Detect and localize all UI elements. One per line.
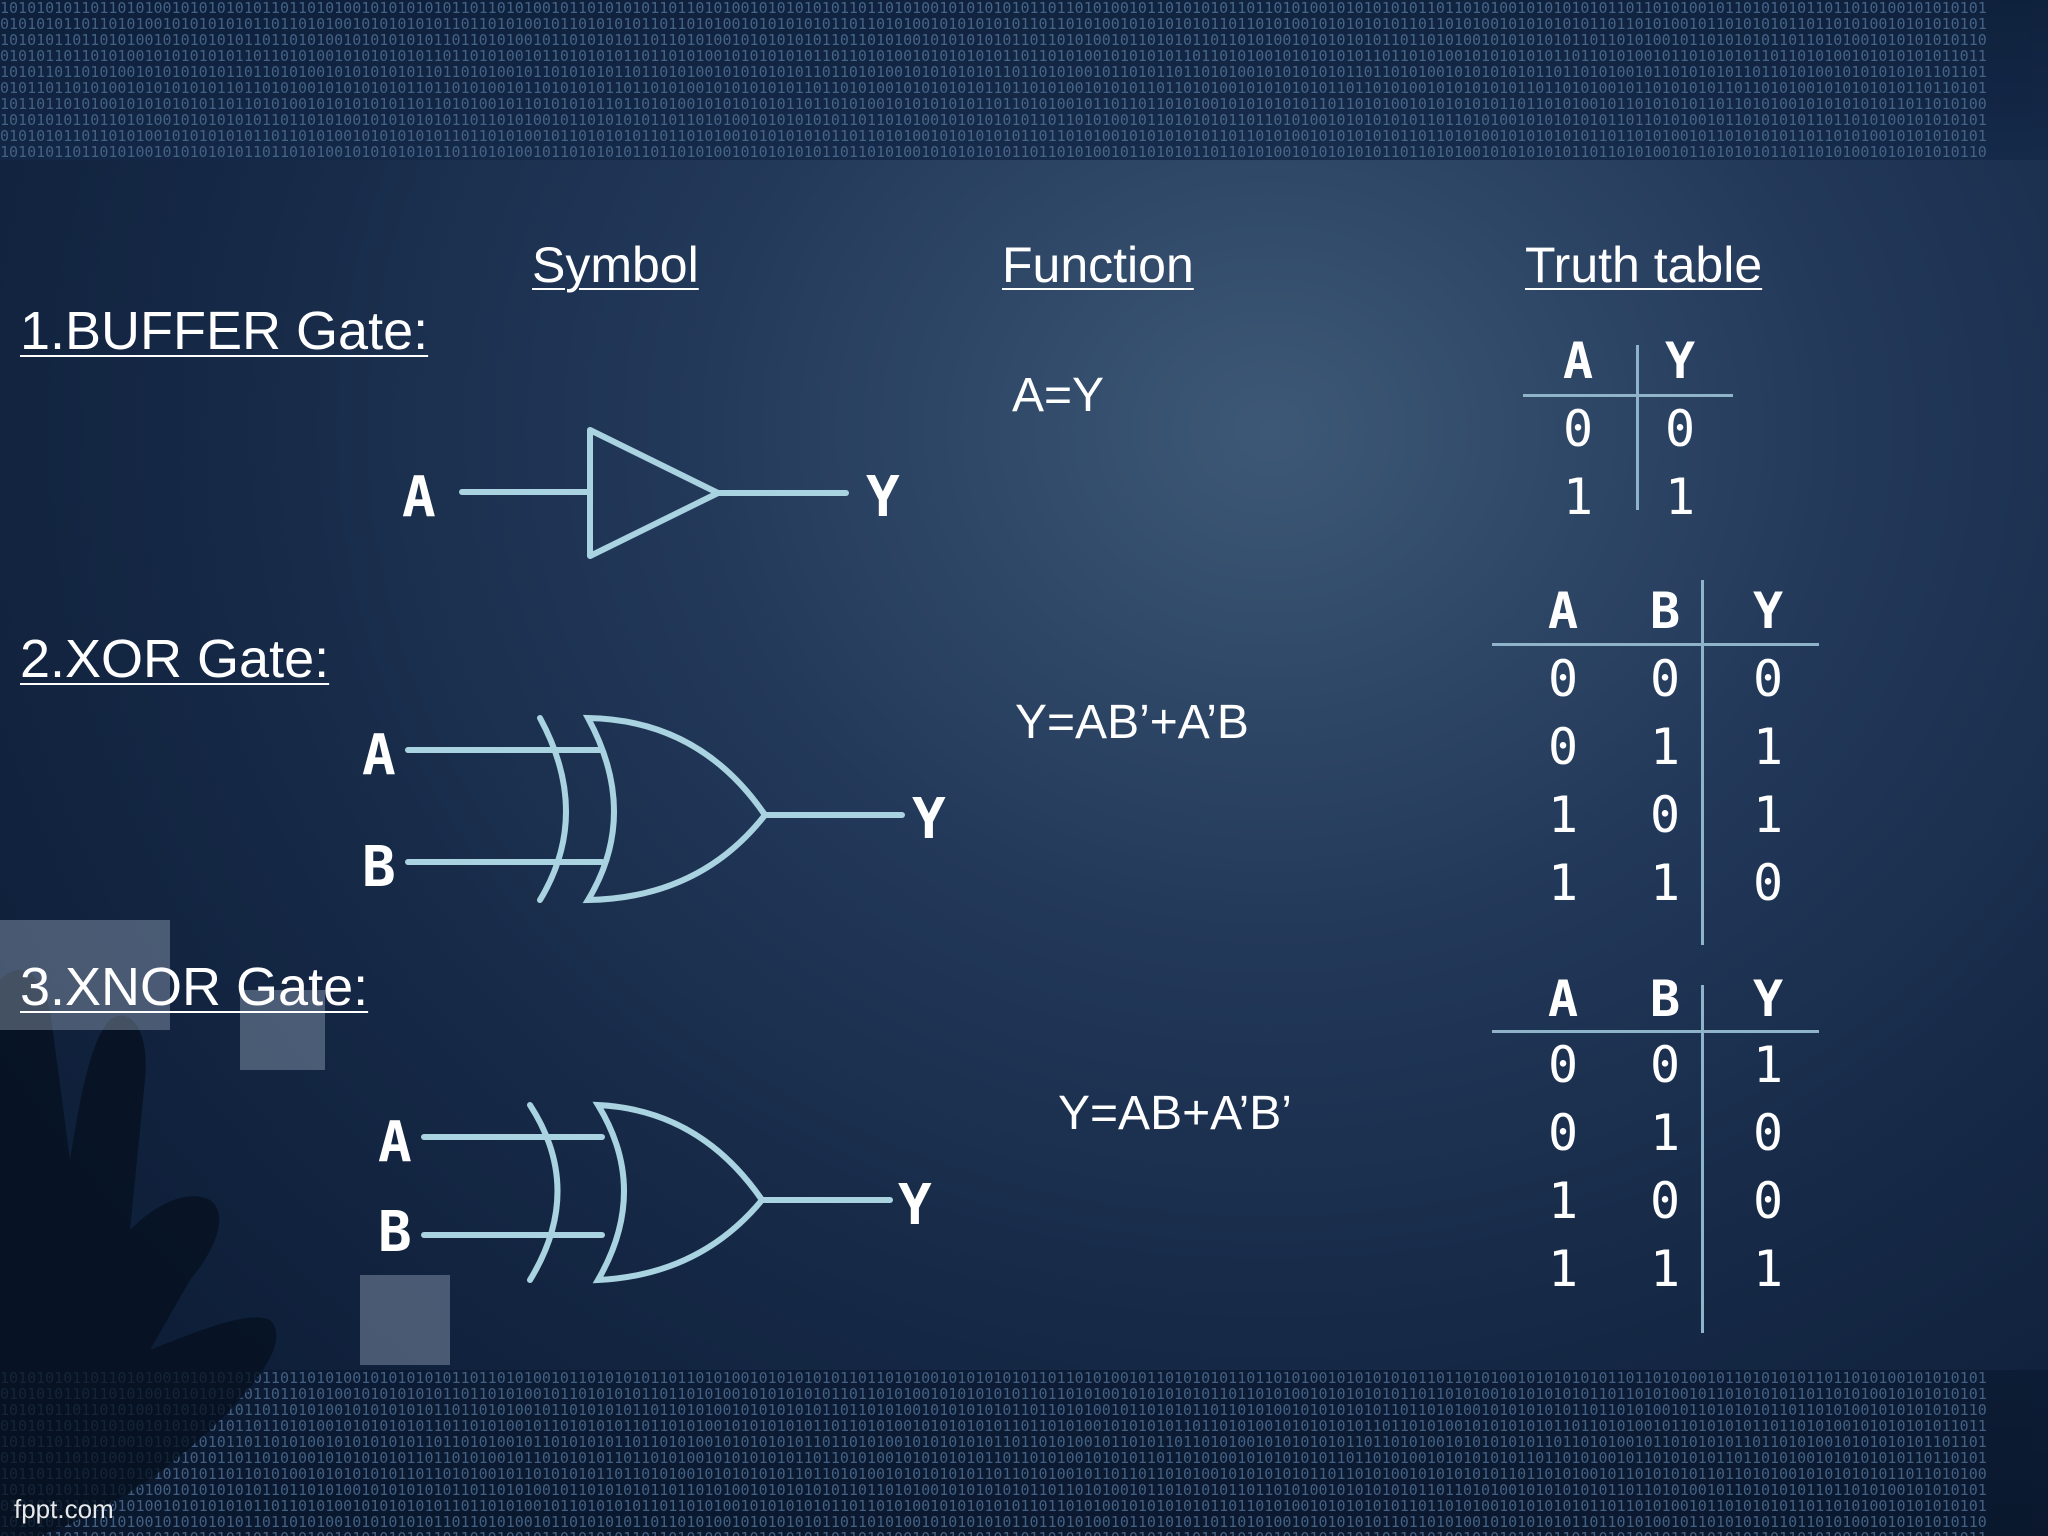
table-cell: 0 xyxy=(1547,1104,1579,1162)
table-divider xyxy=(1492,1030,1819,1033)
xnor-input-b-label: B xyxy=(378,1200,412,1265)
table-cell: 1 xyxy=(1547,1172,1579,1230)
xor-input-b-label: B xyxy=(362,835,396,900)
table-cell: 0 xyxy=(1752,650,1784,708)
table-divider xyxy=(1636,345,1639,510)
table-header-cell: A xyxy=(1547,582,1579,640)
table-header-cell: Y xyxy=(1752,970,1784,1028)
table-cell: 1 xyxy=(1547,786,1579,844)
table-cell: 0 xyxy=(1649,1036,1681,1094)
table-cell: 0 xyxy=(1562,400,1594,458)
truth-table-header: Truth table xyxy=(1525,237,1763,293)
table-cell: 0 xyxy=(1649,1172,1681,1230)
xnor-gate-title: 3.XNOR Gate: xyxy=(20,957,369,1017)
table-cell: 1 xyxy=(1649,1240,1681,1298)
table-cell: 0 xyxy=(1547,650,1579,708)
table-cell: 0 xyxy=(1547,1036,1579,1094)
table-cell: 0 xyxy=(1649,786,1681,844)
xor-function: Y=AB’+A’B xyxy=(1015,696,1249,749)
table-cell: 0 xyxy=(1752,854,1784,912)
table-cell: 1 xyxy=(1547,1240,1579,1298)
buffer-input-a-label: A xyxy=(402,465,436,530)
table-cell: 0 xyxy=(1752,1172,1784,1230)
decorative-square xyxy=(360,1275,450,1365)
table-divider xyxy=(1701,985,1704,1333)
decorative-square xyxy=(0,920,170,1030)
buffer-output-y-label: Y xyxy=(866,465,900,530)
table-cell: 0 xyxy=(1547,718,1579,776)
xnor-function: Y=AB+A’B’ xyxy=(1058,1087,1292,1140)
symbol-header: Symbol xyxy=(532,237,699,293)
table-divider xyxy=(1523,394,1733,397)
table-cell: 1 xyxy=(1649,718,1681,776)
table-header-cell: B xyxy=(1649,970,1681,1028)
buffer-gate-title: 1.BUFFER Gate: xyxy=(20,301,429,361)
table-cell: 1 xyxy=(1649,854,1681,912)
table-header-cell: Y xyxy=(1752,582,1784,640)
table-cell: 1 xyxy=(1752,786,1784,844)
table-divider xyxy=(1492,643,1819,646)
table-cell: 0 xyxy=(1649,650,1681,708)
decorative-square xyxy=(240,990,325,1070)
xnor-input-a-label: A xyxy=(378,1110,412,1175)
brand-watermark: fppt.com xyxy=(14,1494,114,1524)
table-header-cell: B xyxy=(1649,582,1681,640)
table-divider xyxy=(1701,580,1704,945)
xnor-output-y-label: Y xyxy=(898,1173,932,1238)
table-cell: 1 xyxy=(1752,718,1784,776)
xor-output-y-label: Y xyxy=(912,787,946,852)
table-cell: 1 xyxy=(1562,468,1594,526)
xor-gate-title: 2.XOR Gate: xyxy=(20,629,330,689)
table-header-cell: Y xyxy=(1664,332,1696,390)
binary-pattern-bottom: 1010101011011010100101010101011011010100… xyxy=(0,1370,2048,1536)
table-cell: 1 xyxy=(1547,854,1579,912)
function-header: Function xyxy=(1002,237,1194,293)
table-cell: 0 xyxy=(1664,400,1696,458)
table-cell: 0 xyxy=(1752,1104,1784,1162)
xor-input-a-label: A xyxy=(362,723,396,788)
table-header-cell: A xyxy=(1562,332,1594,390)
table-cell: 1 xyxy=(1649,1104,1681,1162)
buffer-function: A=Y xyxy=(1012,369,1105,422)
table-cell: 1 xyxy=(1752,1240,1784,1298)
table-header-cell: A xyxy=(1547,970,1579,1028)
table-cell: 1 xyxy=(1664,468,1696,526)
hand-silhouette-icon xyxy=(0,970,277,1536)
table-cell: 1 xyxy=(1752,1036,1784,1094)
binary-pattern-top: 1010101011011010100101010101011011010100… xyxy=(0,0,2048,160)
